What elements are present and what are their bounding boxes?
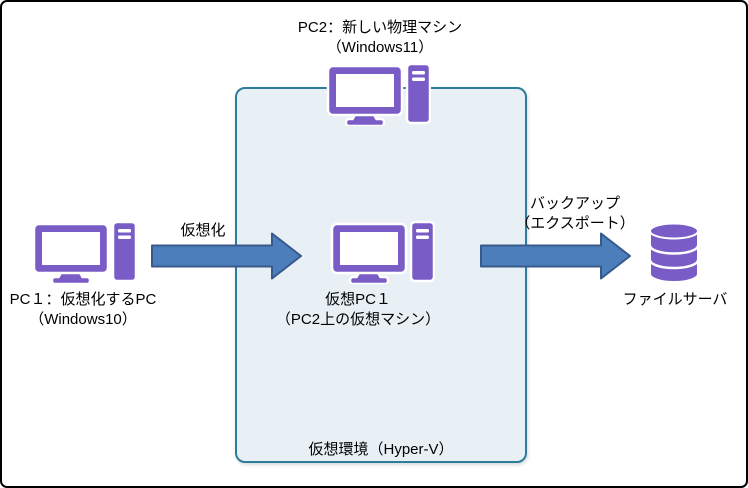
file-server-node-label: ファイルサーバ [622, 291, 728, 308]
pc1-label-line1: PC１：仮想化するPC [9, 291, 157, 308]
virtual-pc-label-line2: （PC2上の仮想マシン） [275, 311, 441, 328]
backup-label-line2: （エクスポート） [515, 215, 635, 232]
pc2-computer-icon [326, 62, 432, 131]
pc2-node-label: PC2：新しい物理マシン （Windows11） [260, 18, 500, 58]
pc1-computer-icon [32, 220, 138, 289]
virtual-pc-computer-icon [330, 220, 436, 289]
virtualize-arrow-label: 仮想化 [180, 222, 226, 239]
virtualize-arrow-icon [151, 232, 303, 285]
file-server-database-icon [648, 221, 700, 290]
hyperv-environment-box [235, 87, 527, 463]
pc1-node-label: PC１：仮想化するPC （Windows10） [2, 290, 164, 330]
backup-label-line1: バックアップ [529, 195, 620, 212]
backup-arrow-icon [480, 232, 632, 285]
hyperv-environment-label: 仮想環境（Hyper-V） [308, 441, 454, 458]
pc1-label-line2: （Windows10） [29, 311, 137, 328]
backup-arrow-label: バックアップ （エクスポート） [490, 194, 660, 234]
virtual-pc-node-label: 仮想PC１ （PC2上の仮想マシン） [258, 290, 458, 330]
pc2-label-line1: PC2：新しい物理マシン [297, 19, 463, 36]
virtual-pc-label-line1: 仮想PC１ [325, 291, 391, 308]
pc2-label-line2: （Windows11） [326, 39, 434, 56]
